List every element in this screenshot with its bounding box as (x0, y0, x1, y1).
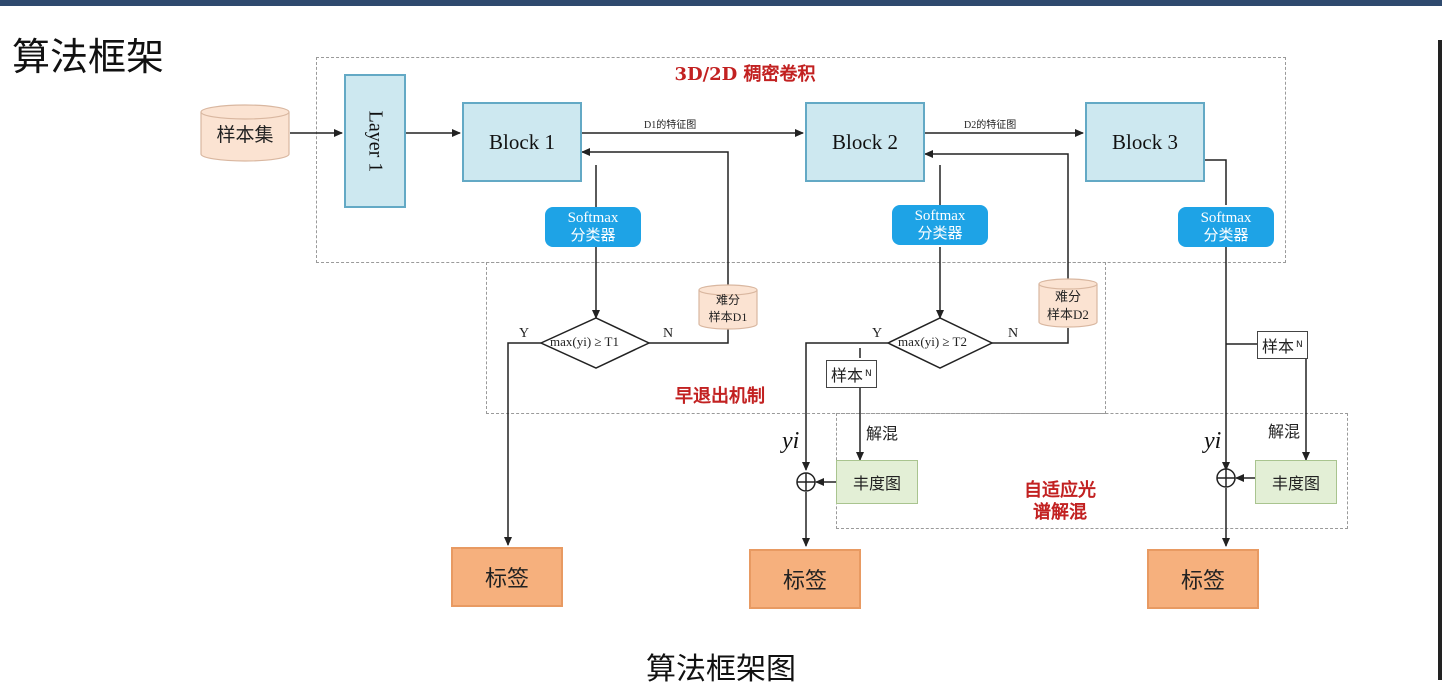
sample-set-label: 样本集 (216, 125, 274, 146)
no-label-2: N (1008, 326, 1019, 341)
layer1-node: Layer 1 (344, 74, 406, 208)
hard-sample-1-cylinder: 难分 样本D1 (698, 284, 758, 330)
softmax-classifier-1: Softmax 分类器 (545, 207, 641, 247)
label-box-2: 标签 (749, 549, 861, 609)
abundance-map-2: 丰度图 (836, 460, 918, 504)
cylinder-shape (200, 104, 290, 162)
block2-node: Block 2 (805, 102, 925, 182)
condition-2-text: max(yi) ≥ T2 (898, 334, 967, 349)
d2-feature-label: D2的特征图 (964, 120, 1017, 131)
early-exit-region (486, 262, 1106, 414)
softmax-classifier-3: Softmax 分类器 (1178, 207, 1274, 247)
softmax-3-line2: 分类器 (1203, 228, 1249, 244)
right-edge (1438, 40, 1442, 680)
softmax-2-line2: 分类器 (917, 226, 963, 242)
yi-symbol-2: yi (782, 428, 800, 454)
unmix-label-3: 解混 (1268, 422, 1301, 441)
figure-caption: 算法框架图 (646, 652, 796, 687)
cylinder-shape (1038, 278, 1098, 328)
slide-title: 算法框架 (12, 35, 165, 79)
sample-n-text: 样本 (831, 366, 864, 385)
yes-label-1: Y (519, 326, 530, 341)
no-label-1: N (663, 326, 674, 341)
hard-1-line1: 难分 (715, 293, 740, 307)
yi-symbol-3: yi (1204, 428, 1222, 454)
layer1-label: Layer 1 (364, 110, 387, 172)
block1-node: Block 1 (462, 102, 582, 182)
edge-hard2-block2 (924, 150, 1069, 280)
sample-n-sub: N (865, 369, 872, 379)
edge-cond2-yes (802, 342, 888, 471)
yes-label-2: Y (872, 326, 883, 341)
d1-feature-label: D1的特征图 (644, 120, 697, 131)
softmax-1-line2: 分类器 (570, 228, 616, 244)
dense-conv-label: 3D/2D 稠密卷积 (674, 64, 816, 85)
abundance-map-3: 丰度图 (1255, 460, 1337, 504)
adaptive-unmix-label-1: 自适应光 (1024, 480, 1096, 501)
condition-diamond-1 (539, 317, 651, 369)
cylinder-shape (698, 284, 758, 330)
softmax-1-line1: Softmax (567, 210, 619, 226)
condition-diamond-2 (886, 317, 994, 369)
condition-1-text: max(yi) ≥ T1 (550, 334, 619, 349)
sample-n-text: 样本 (1262, 337, 1295, 356)
hard-2-line1: 难分 (1054, 289, 1081, 304)
softmax-2-line1: Softmax (914, 208, 966, 224)
block3-node: Block 3 (1085, 102, 1205, 182)
label-box-3: 标签 (1147, 549, 1259, 609)
sample-set-cylinder: 样本集 (200, 104, 290, 162)
label-box-1: 标签 (451, 547, 563, 607)
unmix-label-2: 解混 (866, 424, 899, 443)
adaptive-unmix-label-2: 谱解混 (1033, 502, 1087, 523)
early-exit-label: 早退出机制 (675, 386, 765, 407)
top-bar (0, 0, 1442, 6)
edge-cond2-no (992, 328, 1069, 344)
hard-1-line2: 样本D1 (708, 310, 748, 324)
sample-n-sub: N (1296, 340, 1303, 350)
hard-2-line2: 样本D2 (1047, 307, 1089, 322)
edge-block3-softmax3 (1202, 159, 1227, 205)
edge-cond1-yes (504, 342, 541, 546)
softmax-classifier-2: Softmax 分类器 (892, 205, 988, 245)
softmax-3-line1: Softmax (1200, 210, 1252, 226)
edge-hard1-block1 (581, 148, 729, 286)
hard-sample-2-cylinder: 难分 样本D2 (1038, 278, 1098, 328)
